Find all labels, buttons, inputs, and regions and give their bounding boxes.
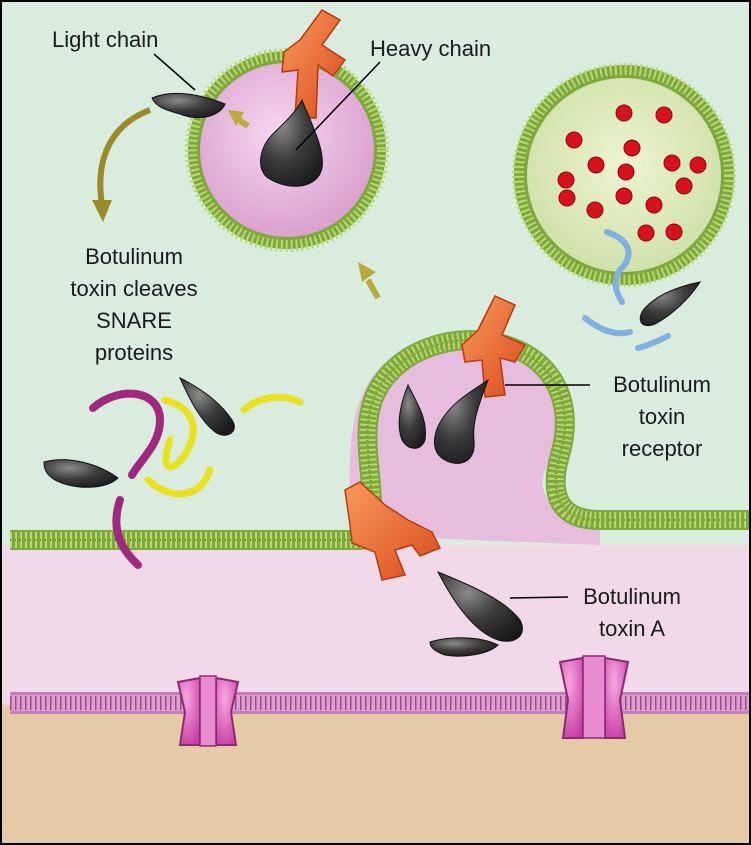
label-cleaves-line-4: proteins [95,340,173,365]
label-toxin-a-line-2: toxin A [599,616,665,641]
label-receptor-line-3: receptor [622,436,703,461]
ion-channel [178,676,238,746]
leader-line [510,597,568,598]
label-cleaves-line-3: SNARE [96,308,172,333]
label-light-chain: Light chain [52,27,158,52]
label-heavy-chain: Heavy chain [370,36,491,61]
label-cleaves-line-2: toxin cleaves [70,276,197,301]
label-receptor-line-1: Botulinum [613,372,711,397]
ion-channel [560,656,628,738]
label-receptor-line-2: toxin [639,404,685,429]
label-cleaves-line-1: Botulinum [85,244,183,269]
muscle-cell-background [0,705,751,845]
label-toxin-a-line-1: Botulinum [583,584,681,609]
